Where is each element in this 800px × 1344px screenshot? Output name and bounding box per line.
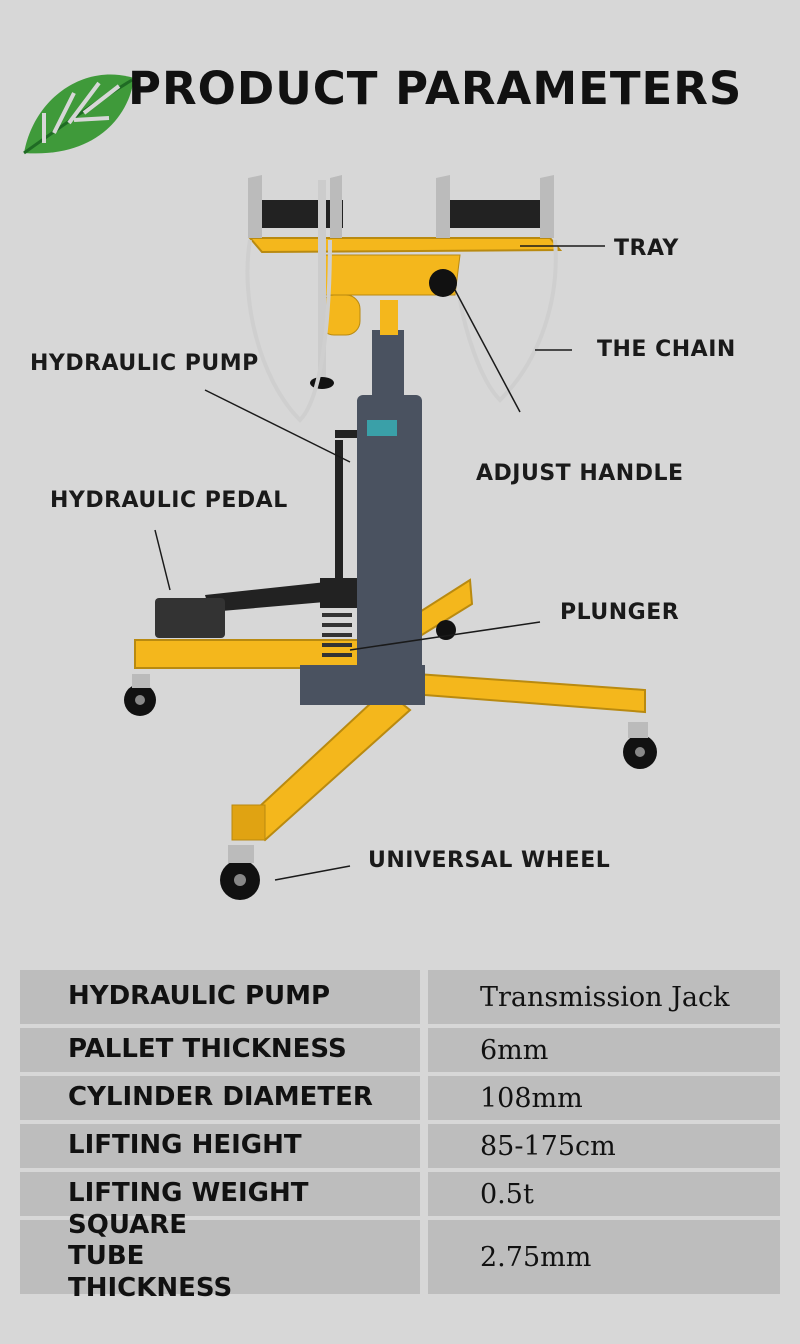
spec-value: Transmission Jack [428, 970, 780, 1024]
label-tray: TRAY [614, 236, 679, 261]
spec-name: LIFTING HEIGHT [20, 1124, 420, 1168]
pedal [155, 430, 365, 638]
spec-name: PALLET THICKNESS [20, 1028, 420, 1072]
label-chain: THE CHAIN [597, 337, 736, 362]
page-title: PRODUCT PARAMETERS [128, 62, 743, 115]
leaf-icon [23, 74, 134, 155]
spec-value: 2.75mm [428, 1220, 780, 1294]
spec-row: CYLINDER DIAMETER 108mm [20, 1076, 780, 1120]
label-universal-wheel: UNIVERSAL WHEEL [368, 848, 611, 873]
label-hydraulic-pump: HYDRAULIC PUMP [30, 351, 259, 376]
spec-value: 85-175cm [428, 1124, 780, 1168]
spec-name: SQUARE TUBE THICKNESS [20, 1210, 420, 1303]
leader-lines [154, 245, 605, 881]
spec-value: 108mm [428, 1076, 780, 1120]
transmission-jack-image [124, 175, 657, 900]
spec-row: HYDRAULIC PUMP Transmission Jack [20, 970, 780, 1024]
spec-table: HYDRAULIC PUMP Transmission Jack PALLET … [20, 970, 780, 1303]
wheels [124, 620, 657, 900]
spec-row: PALLET THICKNESS 6mm [20, 1028, 780, 1072]
spec-value: 0.5t [428, 1172, 780, 1216]
spec-name: HYDRAULIC PUMP [20, 970, 420, 1024]
label-hydraulic-pedal: HYDRAULIC PEDAL [50, 488, 288, 513]
spec-name: CYLINDER DIAMETER [20, 1076, 420, 1120]
spec-row: SQUARE TUBE THICKNESS 2.75mm [20, 1210, 780, 1303]
spec-row: LIFTING HEIGHT 85-175cm [20, 1124, 780, 1168]
spec-name: LIFTING WEIGHT [20, 1172, 420, 1216]
spec-row: LIFTING WEIGHT 0.5t [20, 1172, 780, 1216]
label-plunger: PLUNGER [560, 600, 680, 625]
tray [247, 175, 563, 389]
label-adjust-handle: ADJUST HANDLE [476, 461, 684, 486]
chains [245, 239, 558, 423]
spring [322, 613, 352, 657]
cylinder [357, 300, 422, 685]
spec-value: 6mm [428, 1028, 780, 1072]
